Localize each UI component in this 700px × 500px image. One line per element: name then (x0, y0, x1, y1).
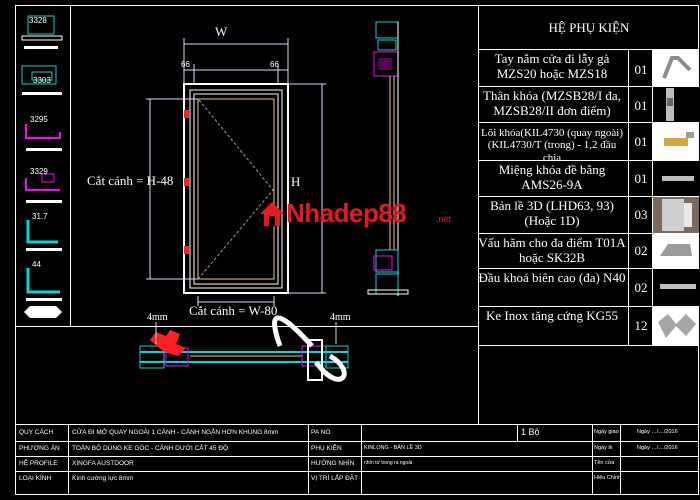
profile-code-3295: 3295 (30, 115, 48, 124)
cut-height-label: Cắt cánh = H-48 (87, 173, 174, 188)
watermark-house-icon (260, 202, 284, 226)
profile-code-44: 44 (32, 260, 41, 269)
door-sash (197, 98, 275, 280)
hinge-top (184, 110, 189, 118)
label-hieu-chinh: Hiệu Chỉnh (594, 475, 622, 481)
dim-66-right-label: 66 (270, 60, 279, 69)
value-huong-nhin: nhìn từ trong ra ngoài (364, 460, 413, 466)
dim-4mm-left-label: 4mm (147, 312, 168, 323)
label-phu-kien: PHỤ KIỆN (311, 445, 342, 452)
accessory-qty: 01 (634, 171, 648, 186)
value-phu-kien: KINLONG - BẢN LỀ 3D (364, 445, 422, 451)
dim-h-label: H (291, 174, 301, 189)
profile-code-3328: 3328 (29, 16, 47, 25)
profile-code-3303: 3303 (33, 76, 51, 85)
accessory-name: Miệng khóa đề bằng AMS26-9A (498, 162, 606, 192)
accessory-qty: 12 (634, 318, 648, 333)
profile-legend: 3328 3303 3295 3329 31.7 44 (16, 6, 70, 326)
cut-width-label: Cắt cánh = W-80 (189, 303, 278, 318)
label-ngay-tk: Ngày tk (594, 445, 613, 451)
label-he-profile: HỆ PROFILE (19, 460, 58, 467)
hinge-section (150, 330, 186, 356)
horizontal-section (139, 315, 349, 382)
value-quy-cach: CỬA ĐI MỞ QUAY NGOÀI 1 CÁNH - CÁNH NGẮN … (72, 429, 279, 436)
label-huong-nhin: HƯỚNG NHÌN (311, 460, 355, 467)
value-pa-no: 1 Bộ (521, 427, 540, 437)
label-quy-cach: QUY CÁCH (19, 429, 54, 436)
dim-4mm-right-label: 4mm (330, 312, 351, 323)
accessory-qty: 01 (634, 134, 648, 149)
accessory-qty: 02 (634, 243, 648, 258)
label-ngay-giao: Ngày giao (594, 429, 619, 435)
accessory-name: Ke Inox tăng cứng KG55 (486, 308, 618, 323)
accessory-qty: 01 (634, 98, 648, 113)
accessory-qty: 03 (634, 207, 648, 222)
opening-direction-lines (198, 99, 274, 279)
hinge-middle (184, 178, 189, 186)
watermark-suffix: .net (436, 214, 452, 224)
accessory-name: Vấu hãm cho đa điểm T01A hoặc SK32B (478, 235, 626, 265)
hinge-bottom (184, 246, 189, 254)
profile-code-31-7: 31.7 (32, 212, 48, 221)
accessories-title: HỆ PHỤ KIỆN (548, 20, 630, 35)
dim-w-label: W (215, 24, 228, 39)
profile-legend-shapes (21, 15, 63, 318)
value-he-profile: XINGFA AUSTDOOR (72, 460, 134, 467)
watermark-logo: Nhadep88 .net (258, 196, 458, 232)
vertical-section (367, 21, 409, 296)
dim-66-left-label: 66 (181, 60, 190, 69)
door-frame-outer (183, 83, 289, 294)
label-pa-no: PA NO (311, 429, 331, 436)
label-phuong-an: PHƯƠNG ÁN (19, 445, 60, 452)
accessory-name: Thân khóa (MZSB28/I đa, MZSB28/II đơn đi… (483, 88, 621, 118)
value-ngay-tk: Ngày …/…/2016 (637, 445, 678, 451)
value-phuong-an: TOÀN BỘ DÙNG KE GÓC - CÁNH DƯỚI CẮT 45 Đ… (72, 445, 229, 452)
profile-code-3329: 3329 (30, 167, 48, 176)
label-vi-tri: VỊ TRÍ LẮP ĐẶT (311, 475, 359, 482)
accessory-qty: 02 (634, 280, 648, 295)
door-handle-section (272, 315, 314, 348)
watermark-text: Nhadep88 (286, 198, 407, 228)
value-loai-kinh: Kính cường lực 8mm (72, 475, 134, 482)
label-loai-kinh: LOẠI KÍNH (19, 475, 52, 482)
label-ten-cua: Tên cửa (594, 460, 615, 466)
value-ngay-giao: Ngày …/…/2016 (637, 429, 678, 435)
accessory-name: Bản lề 3D (LHD63, 93) (Hoặc 1D) (490, 198, 614, 228)
accessory-name: Tay nắm cửa đi lẫy gà MZS20 hoặc MZS18 (494, 51, 610, 81)
accessory-qty: 01 (634, 62, 648, 77)
accessory-name: Đầu khoá biên cao (đa) N40 (478, 270, 626, 285)
accessory-name: Lõi khóa(KIL4730 (quay ngoài) (KIL4730/T… (480, 127, 624, 164)
